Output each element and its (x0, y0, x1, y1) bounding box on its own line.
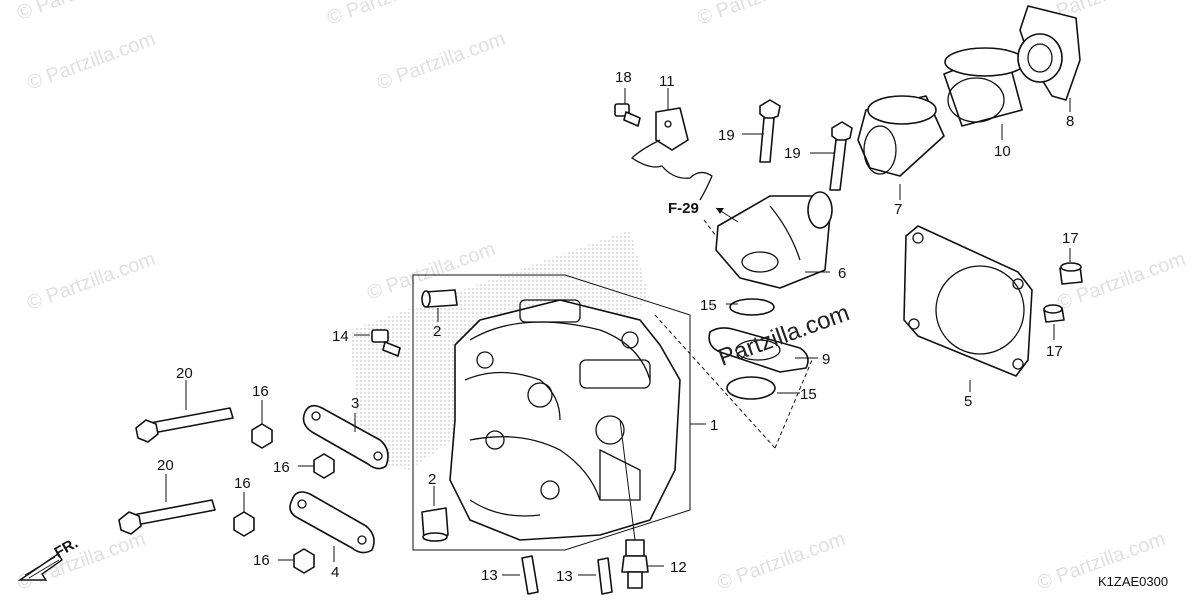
callout-18[interactable]: 18 (615, 69, 632, 86)
band-10 (943, 47, 1026, 127)
watermark-text: © Partzilla.com (374, 28, 508, 95)
nut-16-d (293, 548, 315, 574)
arrow-icon (716, 208, 724, 214)
plate-3 (302, 404, 389, 470)
o-ring-15-upper (729, 298, 775, 316)
bolt-20-upper (135, 407, 234, 443)
plate-4 (289, 491, 375, 554)
callout-3[interactable]: 3 (351, 395, 359, 412)
dowel-pin-17-upper (1059, 262, 1083, 285)
bolt-18 (614, 103, 641, 127)
watermark-text: © Partzilla.com (14, 528, 148, 595)
screw-14 (371, 329, 401, 357)
callout-2[interactable]: 2 (433, 323, 441, 340)
callout-16[interactable]: 16 (273, 459, 290, 476)
callout-9[interactable]: 9 (822, 351, 830, 368)
callout-4[interactable]: 4 (331, 564, 339, 581)
watermark-text: © Partzilla.com (24, 28, 158, 95)
callout-15[interactable]: 15 (700, 297, 717, 314)
nut-16-b (313, 453, 335, 479)
callout-7[interactable]: 7 (894, 201, 902, 218)
callout-2[interactable]: 2 (428, 471, 436, 488)
joint-7 (857, 95, 945, 177)
watermark-text: © Partzilla.com (714, 528, 848, 595)
callout-17[interactable]: 17 (1046, 343, 1063, 360)
front-arrow-icon (17, 553, 63, 581)
bolt-20-lower (118, 499, 216, 535)
spark-plug-12 (619, 419, 649, 589)
callout-10[interactable]: 10 (994, 143, 1011, 160)
callout-19[interactable]: 19 (784, 145, 801, 162)
nut-16-a (251, 423, 273, 449)
stud-13-b (597, 557, 613, 595)
callout-17[interactable]: 17 (1062, 230, 1079, 247)
callout-13[interactable]: 13 (556, 568, 573, 585)
watermark-text: © Partzilla.com (24, 248, 158, 315)
reference-f29[interactable]: F-29 (668, 200, 739, 223)
callout-20[interactable]: 20 (157, 457, 174, 474)
callout-13[interactable]: 13 (481, 567, 498, 584)
watermark-text: © Partzilla.com (694, 0, 828, 30)
callout-16[interactable]: 16 (234, 475, 251, 492)
intake-pipe-6 (715, 191, 833, 289)
bolt-19-left (759, 99, 781, 163)
bracket-11 (630, 107, 713, 201)
nut-16-c (233, 511, 255, 537)
watermark-text: © Partzilla.com (324, 0, 458, 30)
leader-lines (165, 88, 1071, 576)
diagram-code: K1ZAE0300 (1098, 574, 1168, 589)
callout-1[interactable]: 1 (710, 417, 718, 434)
callout-14[interactable]: 14 (332, 328, 349, 345)
callout-12[interactable]: 12 (670, 559, 687, 576)
dowel-pin-lower (421, 507, 449, 542)
cylinder-head (412, 274, 691, 551)
callout-8[interactable]: 8 (1066, 113, 1074, 130)
callout-5[interactable]: 5 (964, 393, 972, 410)
callout-16[interactable]: 16 (252, 383, 269, 400)
o-ring-15-lower (726, 376, 776, 400)
callouts: 18 11 19 19 7 10 8 6 15 9 15 5 17 17 1 2… (157, 69, 1079, 585)
dowel-pin-17-lower (1043, 304, 1065, 323)
cylinder-gasket-5 (903, 225, 1033, 377)
callout-11[interactable]: 11 (659, 73, 675, 90)
callout-19[interactable]: 19 (718, 127, 735, 144)
callout-20[interactable]: 20 (176, 365, 193, 382)
joint-8 (1017, 5, 1081, 101)
callout-15[interactable]: 15 (800, 386, 817, 403)
stud-13-a (521, 555, 539, 595)
bolt-19-right (829, 121, 853, 191)
callout-6[interactable]: 6 (838, 265, 846, 282)
dowel-pin-upper (421, 289, 458, 308)
reference-label[interactable]: F-29 (668, 200, 699, 217)
watermark-text: © Partzilla.com (14, 0, 148, 25)
callout-16[interactable]: 16 (253, 552, 270, 569)
